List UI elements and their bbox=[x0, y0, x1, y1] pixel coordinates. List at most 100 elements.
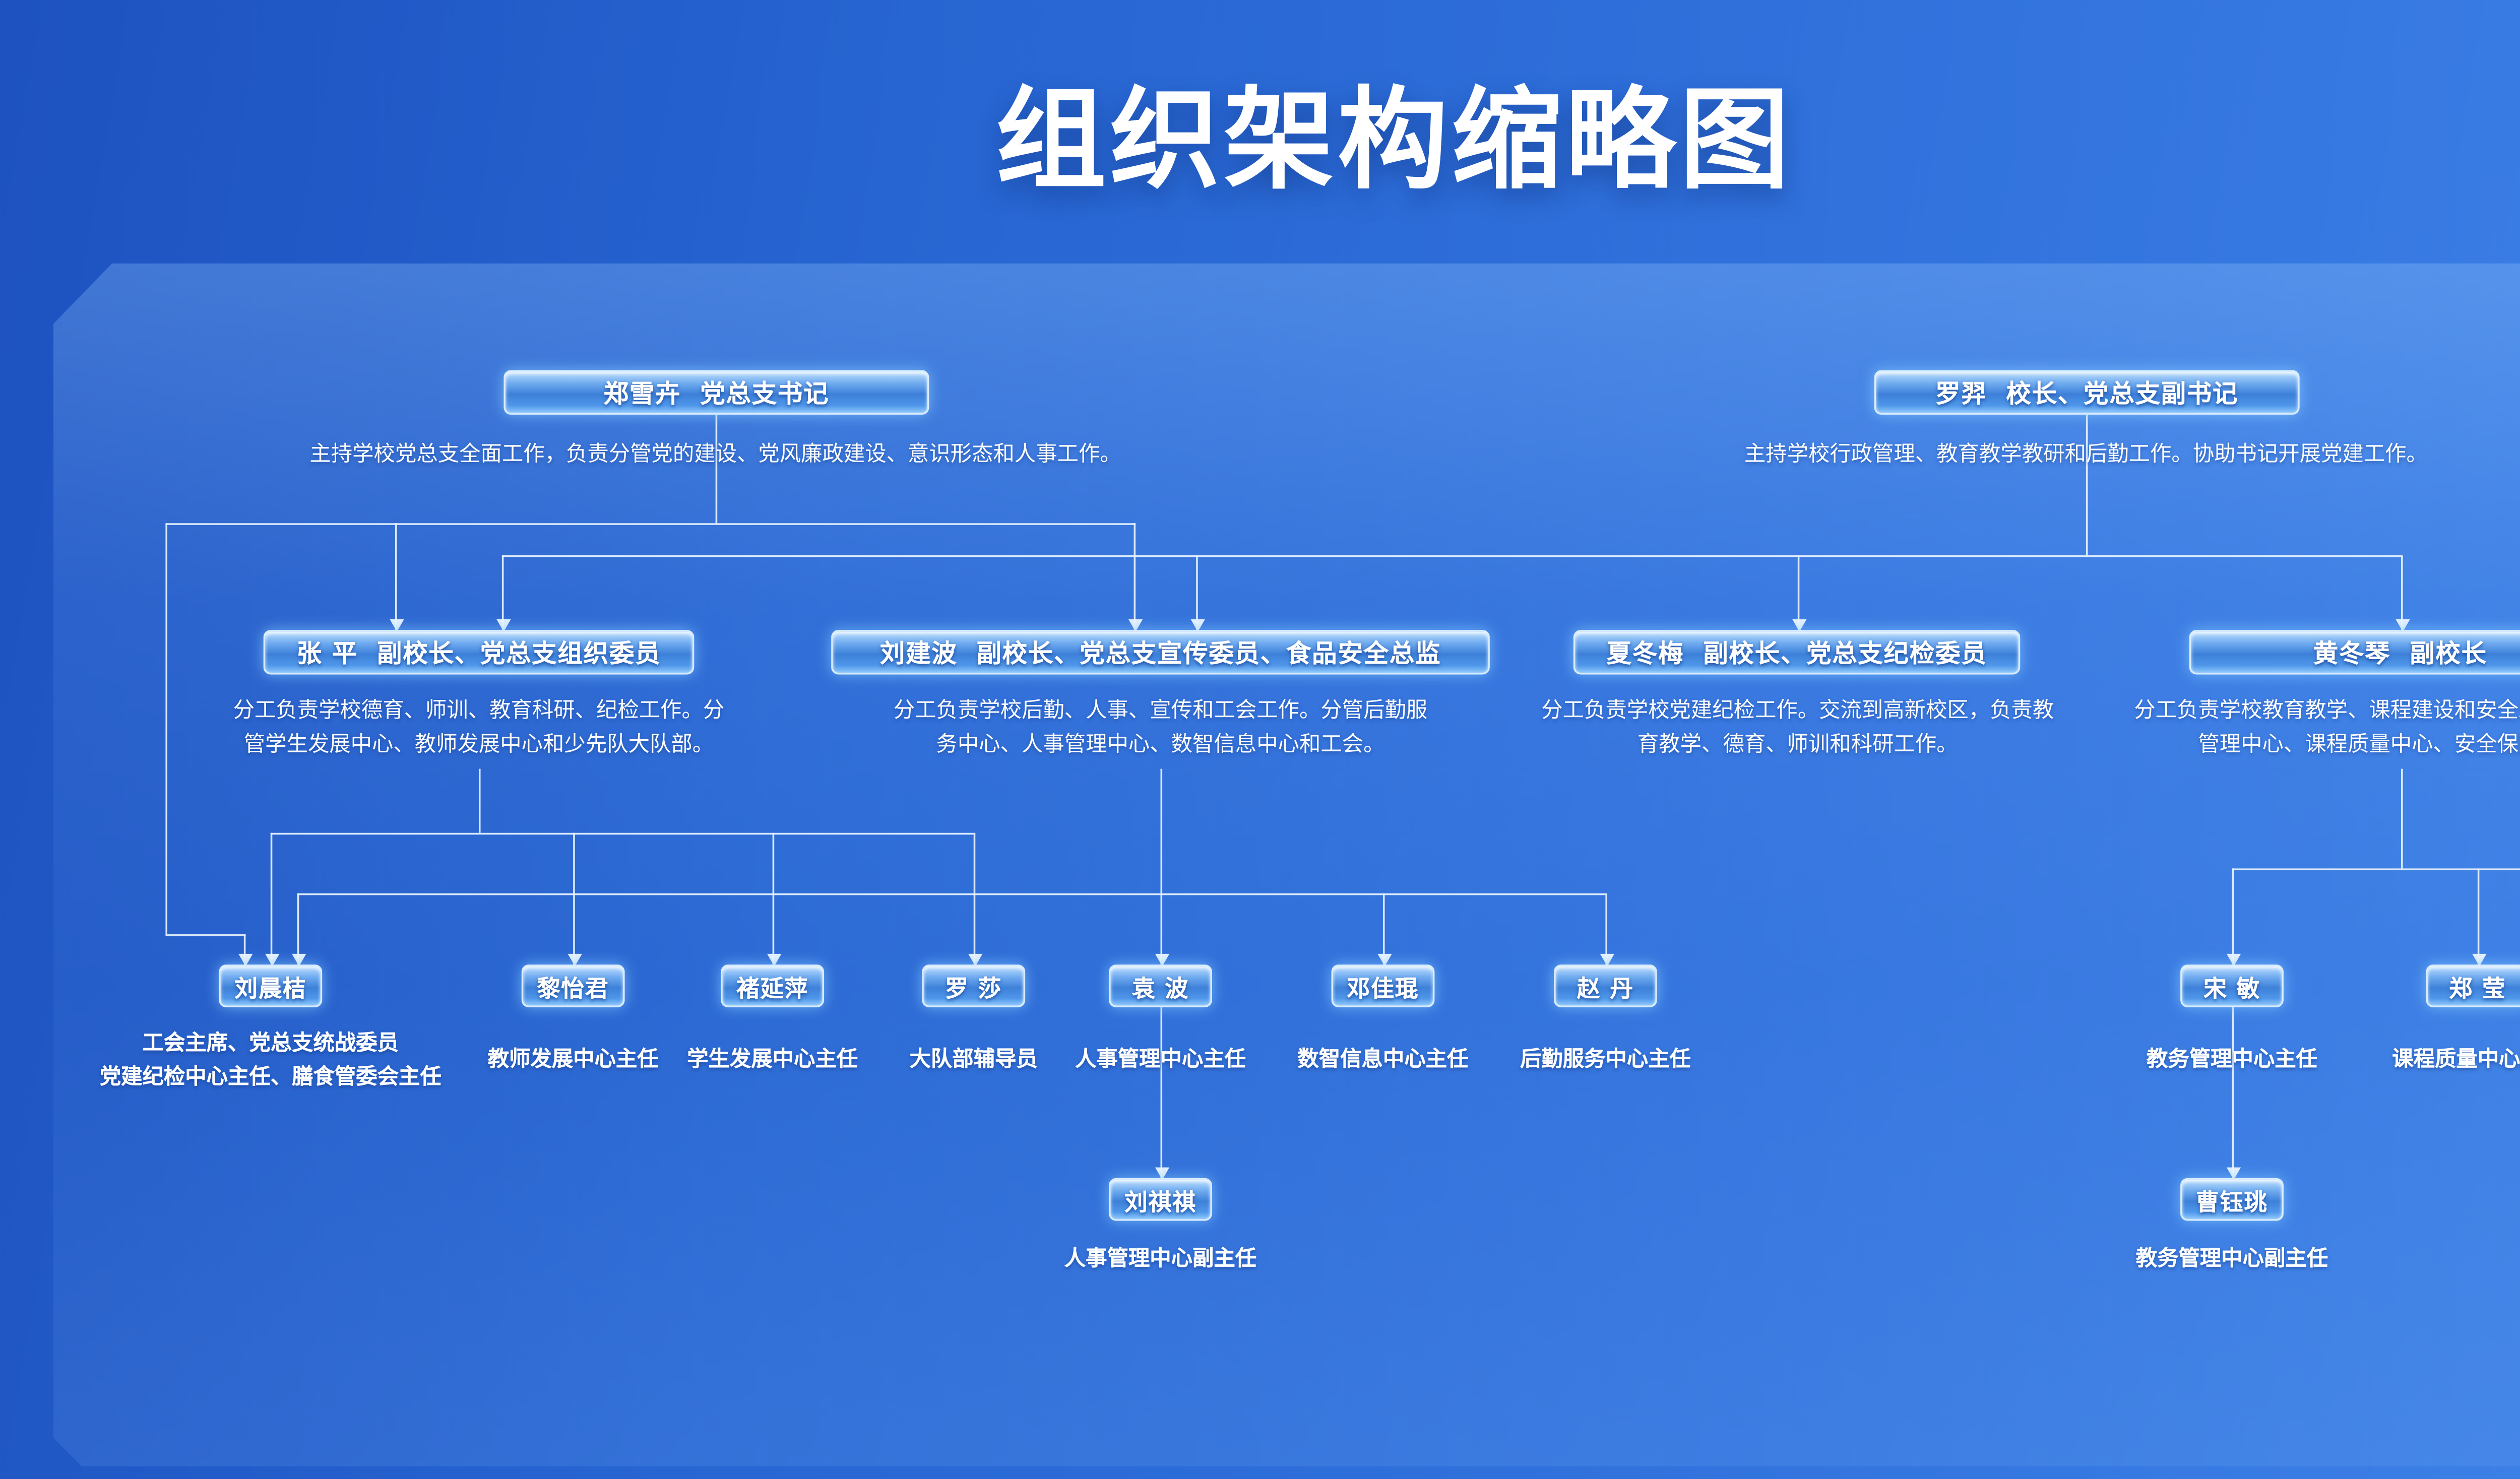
connector-line bbox=[1605, 893, 1607, 965]
org-node-liujianbo: 刘建波 副校长、党总支宣传委员、食品安全总监 bbox=[831, 630, 1490, 675]
connector-line bbox=[297, 893, 299, 965]
org-node-role-liuqiqi: 人事管理中心副主任 bbox=[1064, 1246, 1257, 1271]
connector-line bbox=[501, 555, 504, 630]
org-node-role-chuyanping: 学生发展中心主任 bbox=[687, 1046, 858, 1071]
connector-line bbox=[165, 934, 246, 936]
org-node-liuqiqi: 刘祺祺 bbox=[1109, 1178, 1212, 1221]
connector-arrow-icon bbox=[1127, 619, 1142, 632]
connector-arrow-icon bbox=[1154, 1167, 1169, 1180]
connector-line bbox=[772, 832, 775, 965]
connector-line bbox=[2232, 1007, 2234, 1178]
connector-arrow-icon bbox=[291, 953, 305, 967]
org-node-label: 罗羿 校长、党总支副书记 bbox=[1935, 379, 2239, 409]
org-node-role-luosha: 大队部辅导员 bbox=[909, 1046, 1038, 1071]
role-line: 党建纪检中心主任、膳食管委会主任 bbox=[99, 1064, 442, 1089]
org-node-label: 张 平 副校长、党总支组织委员 bbox=[296, 639, 661, 669]
connector-line bbox=[165, 523, 1136, 525]
org-node-label: 袁 波 bbox=[1131, 976, 1189, 1003]
connector-arrow-icon bbox=[1154, 953, 1169, 967]
org-node-huangdongqin: 黄冬琴 副校长 bbox=[2189, 630, 2520, 675]
org-node-desc-huangdongqin: 分工负责学校教育教学、课程建设和安全工作。分管教务管理中心、课程质量中心、安全保… bbox=[2134, 697, 2520, 756]
org-node-liyijun: 黎怡君 bbox=[521, 964, 625, 1007]
connector-line bbox=[1160, 1007, 1163, 1178]
org-node-role-zhaodan: 后勤服务中心主任 bbox=[1520, 1046, 1691, 1071]
org-node-xiadongmei: 夏冬梅 副校长、党总支纪检委员 bbox=[1573, 630, 2021, 675]
connector-line bbox=[1160, 768, 1163, 893]
connector-line bbox=[2401, 768, 2403, 869]
connector-arrow-icon bbox=[1376, 953, 1391, 967]
connector-arrow-icon bbox=[2471, 953, 2486, 967]
org-node-label: 褚延萍 bbox=[736, 976, 809, 1003]
org-node-luosha: 罗 莎 bbox=[922, 964, 1026, 1007]
connector-line bbox=[1797, 555, 1800, 630]
connector-line bbox=[270, 832, 974, 835]
org-node-zhaodan: 赵 丹 bbox=[1553, 964, 1657, 1007]
org-node-zhengxuehui: 郑雪卉 党总支书记 bbox=[503, 370, 929, 415]
connector-arrow-icon bbox=[1189, 619, 1205, 632]
connector-arrow-icon bbox=[264, 953, 279, 967]
connector-arrow-icon bbox=[237, 953, 252, 967]
connector-line bbox=[270, 832, 273, 965]
connector-line bbox=[715, 414, 718, 524]
org-node-role-yuanbo: 人事管理中心主任 bbox=[1075, 1046, 1246, 1071]
connector-arrow-icon bbox=[495, 619, 510, 632]
connector-arrow-icon bbox=[2226, 1167, 2240, 1180]
org-node-label: 宋 敏 bbox=[2203, 976, 2261, 1003]
org-node-desc-xiadongmei: 分工负责学校党建纪检工作。交流到高新校区，负责教育教学、德育、师训和科研工作。 bbox=[1541, 697, 2054, 756]
org-node-role-liyijun: 教师发展中心主任 bbox=[487, 1046, 659, 1071]
connector-line bbox=[1196, 555, 1198, 630]
connector-line bbox=[2401, 555, 2403, 630]
connector-arrow-icon bbox=[1599, 953, 1614, 967]
org-node-caoyutao: 曹钰珧 bbox=[2180, 1178, 2284, 1221]
org-node-label: 郑 莹 bbox=[2449, 976, 2506, 1003]
connector-line bbox=[973, 832, 976, 965]
org-node-role-luomin: 安全保障中心副主任 bbox=[2490, 1242, 2520, 1276]
org-node-label: 邓佳琨 bbox=[1347, 976, 1419, 1003]
connector-line bbox=[501, 555, 2401, 557]
connector-arrow-icon bbox=[2395, 619, 2409, 632]
org-node-zhangping: 张 平 副校长、党总支组织委员 bbox=[263, 630, 695, 675]
connector-line bbox=[297, 893, 1606, 895]
org-node-liuchenju: 刘晨桔 bbox=[219, 964, 323, 1007]
org-node-songmin: 宋 敏 bbox=[2180, 964, 2284, 1007]
org-node-zhengying: 郑 莹 bbox=[2426, 964, 2520, 1007]
org-node-dengjiakun: 邓佳琨 bbox=[1331, 964, 1435, 1007]
org-node-desc-zhangping: 分工负责学校德育、师训、教育科研、纪检工作。分管学生发展中心、教师发展中心和少先… bbox=[233, 697, 725, 756]
org-node-role-dengjiakun: 数智信息中心主任 bbox=[1297, 1046, 1469, 1071]
connector-line bbox=[1382, 893, 1385, 965]
connector-arrow-icon bbox=[1791, 619, 1806, 632]
connector-arrow-icon bbox=[2226, 953, 2240, 967]
connector-line bbox=[573, 832, 575, 965]
org-node-label: 夏冬梅 副校长、党总支纪检委员 bbox=[1606, 639, 1987, 669]
org-node-label: 刘晨桔 bbox=[234, 976, 307, 1003]
org-node-luoyi: 罗羿 校长、党总支副书记 bbox=[1874, 370, 2300, 415]
org-node-chuyanping: 褚延萍 bbox=[721, 964, 825, 1007]
connector-line bbox=[165, 523, 167, 935]
connector-line bbox=[2232, 868, 2234, 965]
org-node-label: 罗 莎 bbox=[945, 976, 1002, 1003]
connector-line bbox=[2232, 868, 2520, 870]
org-node-label: 黎怡君 bbox=[537, 976, 609, 1003]
connector-line bbox=[2477, 868, 2480, 965]
connector-arrow-icon bbox=[766, 953, 781, 967]
org-node-role-caoyutao: 教务管理中心副主任 bbox=[2135, 1246, 2328, 1271]
connector-arrow-icon bbox=[566, 953, 582, 967]
org-node-role-zhengying: 课程质量中心主任 bbox=[2392, 1046, 2520, 1071]
role-line: 工会主席、党总支统战委员 bbox=[142, 1030, 399, 1056]
connector-line bbox=[478, 768, 481, 833]
connector-line bbox=[395, 523, 397, 630]
org-node-role-liuchenju: 工会主席、党总支统战委员 党建纪检中心主任、膳食管委会主任 bbox=[75, 1027, 466, 1095]
org-node-desc-liujianbo: 分工负责学校后勤、人事、宣传和工会工作。分管后勤服务中心、人事管理中心、数智信息… bbox=[893, 697, 1428, 756]
org-node-label: 郑雪卉 党总支书记 bbox=[603, 379, 830, 409]
org-node-yuanbo: 袁 波 bbox=[1109, 964, 1212, 1007]
chart-panel bbox=[53, 264, 2520, 1466]
org-node-label: 刘祺祺 bbox=[1124, 1189, 1197, 1216]
connector-line bbox=[243, 934, 246, 965]
org-node-role-songmin: 教务管理中心主任 bbox=[2146, 1046, 2318, 1071]
connector-line bbox=[1160, 893, 1163, 965]
connector-arrow-icon bbox=[967, 953, 982, 967]
org-node-label: 赵 丹 bbox=[1577, 976, 1634, 1003]
page-title: 组织架构缩略图 bbox=[995, 75, 1793, 205]
